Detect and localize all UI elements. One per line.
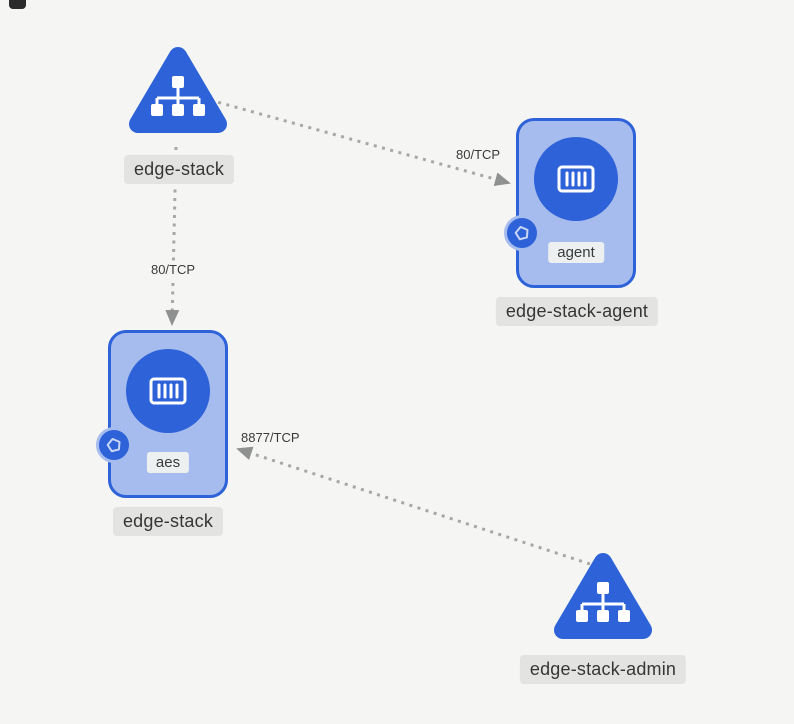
edge-label-8877tcp-aes: 8877/TCP <box>237 429 304 446</box>
container-circle <box>126 349 210 433</box>
edge-label-80tcp-agent: 80/TCP <box>452 146 505 163</box>
service-node-edge-stack[interactable] <box>128 40 228 140</box>
edge-edge-stack-to-agent[interactable] <box>209 98 511 187</box>
pentagon-icon <box>514 225 529 241</box>
network-hierarchy-glyph <box>576 582 630 622</box>
service-triangle-icon <box>129 47 227 133</box>
pod-pentagon-badge <box>96 427 132 463</box>
container-name-chip: aes <box>146 452 190 473</box>
service-node-edge-stack-admin[interactable] <box>553 546 653 646</box>
container-icon <box>149 377 187 405</box>
pod-edge-stack-label[interactable]: edge-stack <box>112 507 224 536</box>
container-icon <box>557 165 595 193</box>
pod-pentagon-badge <box>504 215 540 251</box>
container-circle <box>534 137 618 221</box>
pentagon-icon <box>106 437 121 453</box>
pod-node-edge-stack[interactable]: aes <box>96 330 228 498</box>
network-hierarchy-glyph <box>151 76 205 116</box>
container-name-chip: agent <box>548 242 604 263</box>
corner-ui-fragment <box>9 0 26 9</box>
edge-label-80tcp-aes: 80/TCP <box>146 261 200 278</box>
service-edge-stack-admin-label[interactable]: edge-stack-admin <box>519 655 687 684</box>
pod-edge-stack-agent-label[interactable]: edge-stack-agent <box>495 297 659 326</box>
edge-admin-to-aes[interactable] <box>236 446 591 566</box>
pod-node-edge-stack-agent[interactable]: agent <box>504 118 636 288</box>
service-triangle-icon <box>554 553 652 639</box>
service-edge-stack-label[interactable]: edge-stack <box>123 155 235 184</box>
